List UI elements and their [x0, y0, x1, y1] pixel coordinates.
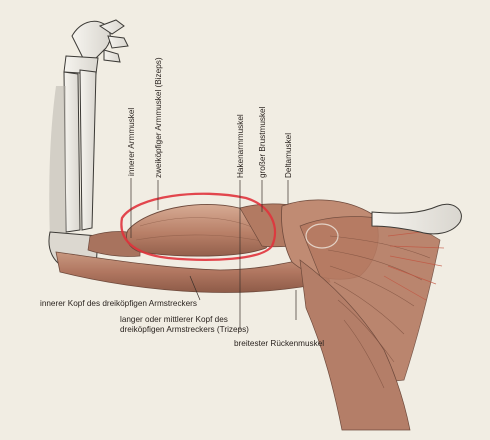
humeral-head — [305, 223, 339, 249]
biceps-highlight-circle — [120, 192, 277, 261]
label-triceps-long-head-line2: dreiköpfigen Armstreckers (Trizeps) — [120, 325, 249, 334]
clavicle-bone — [371, 203, 462, 235]
label-triceps-inner-head: innerer Kopf des dreiköpfigen Armstrecke… — [40, 299, 197, 308]
label-deltoid: Deltamuskel — [284, 133, 293, 178]
upper-arm-muscles — [55, 203, 333, 293]
label-coracobrachialis: Hakenarmmuskel — [236, 114, 245, 178]
label-inner-arm-muscle: innerer Armmuskel — [127, 108, 136, 176]
leader-lines — [130, 178, 297, 330]
latissimus-muscle — [299, 259, 411, 431]
shoulder-region — [281, 199, 445, 431]
hand-bones — [63, 19, 129, 75]
label-triceps-long-head-line1: langer oder mittlerer Kopf des — [120, 315, 228, 324]
forearm-tissue — [49, 86, 66, 246]
label-latissimus: breitester Rückenmuskel — [234, 339, 324, 348]
biceps-muscle — [126, 204, 271, 257]
label-pectoralis-major: großer Brustmuskel — [258, 106, 267, 178]
label-biceps: zweiköpfiger Armmuskel (Bizeps) — [154, 57, 163, 178]
